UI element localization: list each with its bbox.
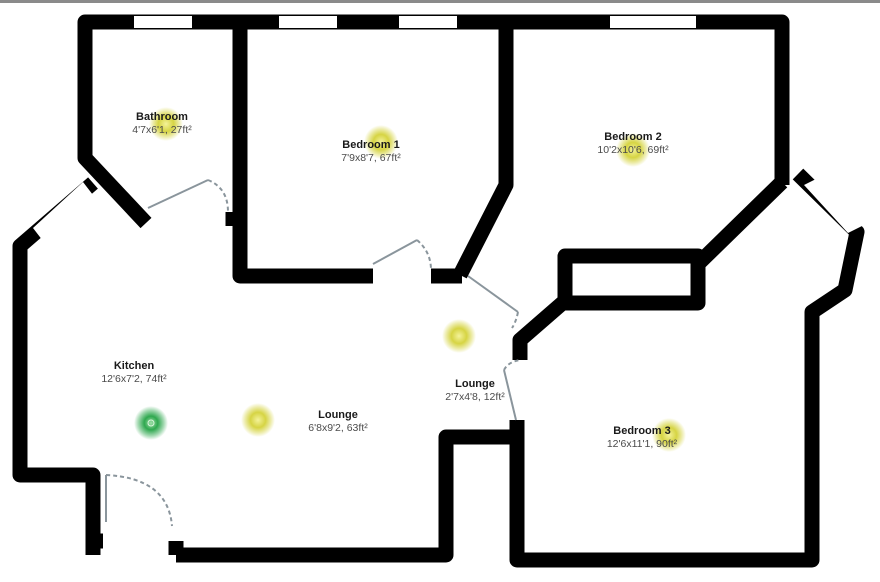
- windows: [33, 16, 862, 241]
- wall-bedroom1-left: [232, 22, 373, 284]
- window-bedroom2: [610, 16, 696, 28]
- doors: [105, 179, 521, 527]
- wall-bedroom1: [232, 14, 514, 279]
- window-bedroom3: [804, 178, 862, 233]
- door-bedroom1-leaf: [372, 239, 418, 265]
- marker-lounge[interactable]: [241, 403, 275, 437]
- sensor-markers: [134, 107, 686, 452]
- marker-kitchen[interactable]: [134, 406, 168, 440]
- marker-bedroom1[interactable]: [364, 125, 398, 159]
- wall-bedroom3-angle: [512, 294, 571, 360]
- wall-bedroom2-diag: [694, 176, 788, 268]
- door-bedroom2-swing: [511, 311, 519, 329]
- top-border: [0, 0, 880, 3]
- door-bathroom-swing: [207, 179, 229, 213]
- window-bathroom: [134, 16, 192, 28]
- window-kitchen: [33, 182, 93, 241]
- marker-kitchen-center: [147, 419, 155, 427]
- door-entrance-swing: [105, 474, 173, 527]
- door-bathroom-leaf: [147, 179, 209, 209]
- marker-bedroom3[interactable]: [652, 418, 686, 452]
- marker-bathroom[interactable]: [149, 107, 183, 141]
- window-bedroom1-b: [399, 16, 457, 28]
- wall-kitchen-left: [12, 177, 101, 555]
- marker-bedroom2[interactable]: [616, 133, 650, 167]
- wall-bedroom2-top: [506, 14, 790, 185]
- window-bedroom1-a: [279, 16, 337, 28]
- walls: [12, 14, 865, 568]
- door-bedroom3-leaf: [503, 369, 517, 421]
- door-bedroom2-leaf: [467, 275, 519, 313]
- marker-hall[interactable]: [442, 319, 476, 353]
- wall-lounge-bottom: [176, 429, 514, 563]
- door-bedroom3-swing: [503, 359, 521, 371]
- wall-bedroom3-right: [509, 168, 865, 568]
- wall-storage-box: [557, 248, 706, 311]
- door-bedroom1-swing: [416, 239, 432, 271]
